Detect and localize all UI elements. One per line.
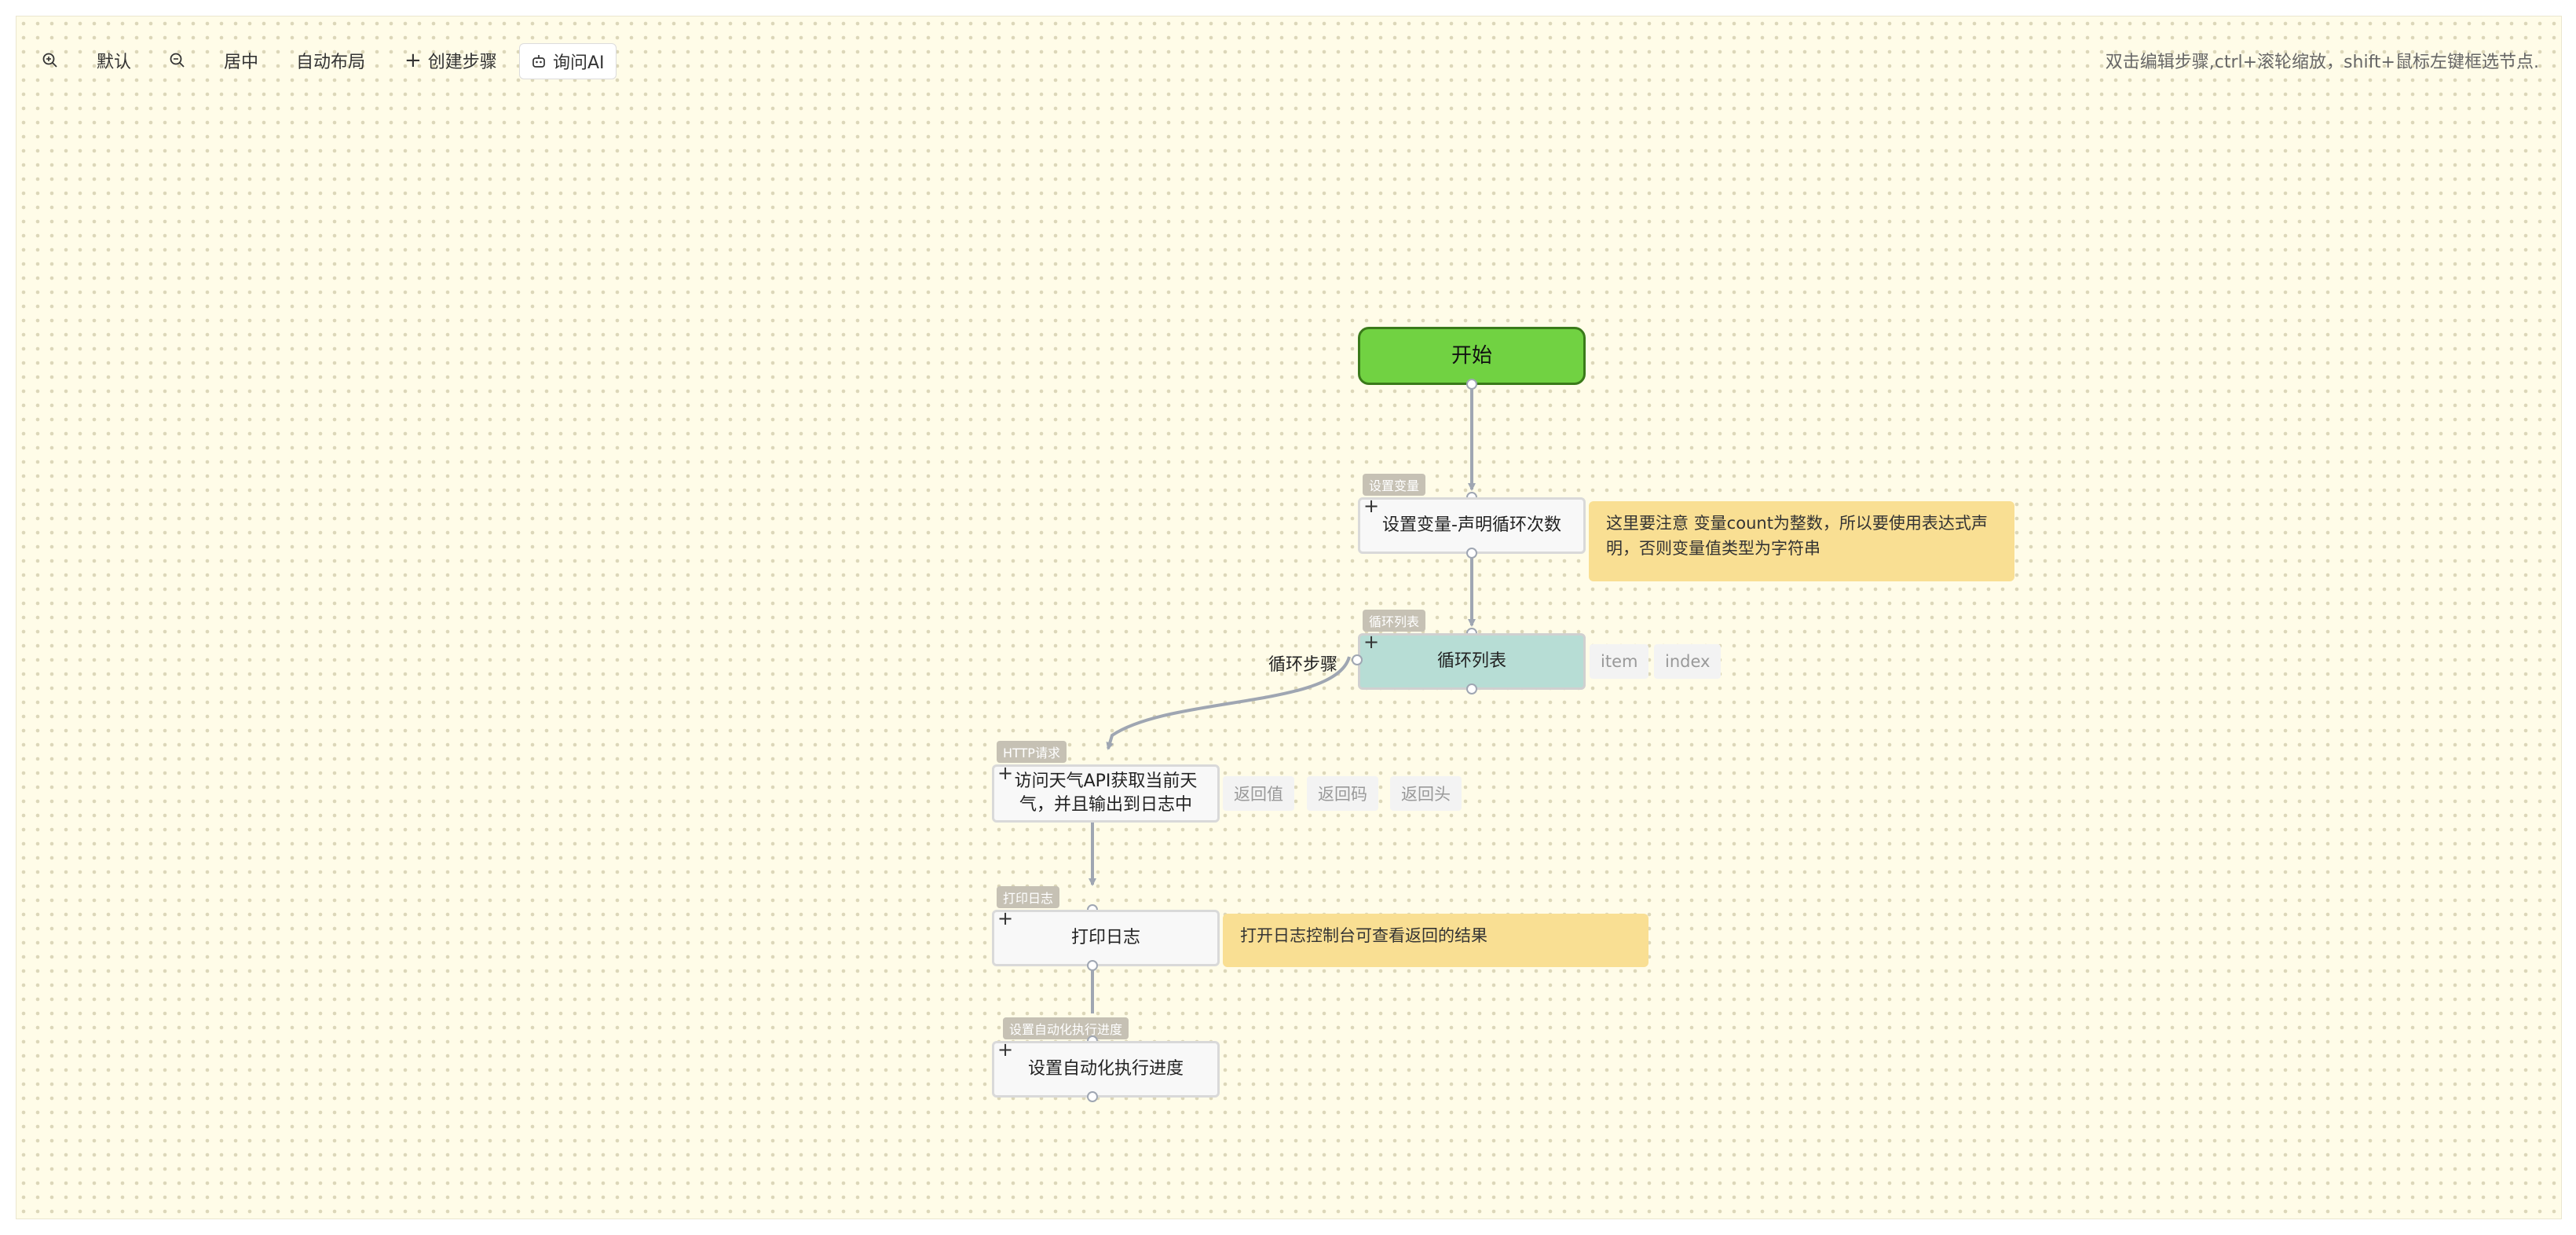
ask-ai-label: 询问AI xyxy=(553,53,605,73)
loop-list-tag: 循环列表 xyxy=(1363,610,1426,632)
http-request-tag: HTTP请求 xyxy=(997,741,1067,763)
auto-layout-button[interactable]: 自动布局 xyxy=(296,53,366,72)
zoom-out-button[interactable] xyxy=(169,43,186,78)
set-progress-tag: 设置自动化执行进度 xyxy=(1003,1017,1129,1039)
loop-steps-port[interactable] xyxy=(1352,654,1363,665)
http-output-return-code[interactable]: 返回码 xyxy=(1307,776,1378,811)
loop-list-title: 循环列表 xyxy=(1436,651,1506,671)
start-node-title: 开始 xyxy=(1451,344,1492,368)
print-log-out-port[interactable] xyxy=(1087,960,1098,971)
set-variable-node[interactable]: + 设置变量-声明循环次数 xyxy=(1358,497,1586,554)
add-step-icon[interactable]: + xyxy=(997,907,1014,929)
start-node-out-port[interactable] xyxy=(1466,379,1477,390)
robot-icon xyxy=(532,55,545,68)
plus-icon: + xyxy=(404,49,422,72)
loop-steps-label: 循环步骤 xyxy=(1268,655,1338,675)
zoom-out-icon xyxy=(170,53,185,68)
edge-loop-to-http xyxy=(1106,656,1351,750)
http-request-node[interactable]: + 访问天气API获取当前天气，并且输出到日志中 xyxy=(992,764,1220,823)
loop-list-out-port[interactable] xyxy=(1466,683,1477,694)
ask-ai-button[interactable]: 询问AI xyxy=(519,43,617,79)
set-variable-tag: 设置变量 xyxy=(1363,474,1426,496)
add-step-icon[interactable]: + xyxy=(1363,631,1380,653)
print-log-note[interactable]: 打开日志控制台可查看返回的结果 xyxy=(1223,914,1648,967)
zoom-in-icon xyxy=(42,53,57,68)
http-request-title: 访问天气API获取当前天气，并且输出到日志中 xyxy=(1014,771,1198,815)
create-step-button[interactable]: + 创建步骤 xyxy=(404,43,497,78)
http-output-return-value[interactable]: 返回值 xyxy=(1223,776,1294,811)
loop-output-index[interactable]: index xyxy=(1654,644,1722,679)
set-variable-out-port[interactable] xyxy=(1466,548,1477,559)
set-variable-note[interactable]: 这里要注意 变量count为整数，所以要使用表达式声明，否则变量值类型为字符串 xyxy=(1589,501,2014,581)
print-log-tag: 打印日志 xyxy=(997,886,1060,908)
set-progress-out-port[interactable] xyxy=(1087,1091,1098,1102)
zoom-in-button[interactable] xyxy=(42,43,59,78)
print-log-title: 打印日志 xyxy=(1070,928,1140,947)
loop-list-node[interactable]: + 循环列表 xyxy=(1358,631,1586,690)
flow-edges xyxy=(1089,384,1476,1013)
add-step-icon[interactable]: + xyxy=(1363,495,1380,517)
center-button[interactable]: 居中 xyxy=(224,53,259,72)
add-step-icon[interactable]: + xyxy=(997,762,1014,784)
add-step-icon[interactable]: + xyxy=(997,1039,1014,1061)
http-output-return-headers[interactable]: 返回头 xyxy=(1390,776,1462,811)
set-variable-title: 设置变量-声明循环次数 xyxy=(1382,515,1561,535)
set-progress-node[interactable]: + 设置自动化执行进度 xyxy=(992,1039,1220,1098)
default-zoom-button[interactable]: 默认 xyxy=(97,53,132,72)
create-step-label: 创建步骤 xyxy=(427,53,497,72)
set-progress-title: 设置自动化执行进度 xyxy=(1027,1059,1184,1079)
print-log-node[interactable]: + 打印日志 xyxy=(992,907,1220,966)
start-node[interactable]: 开始 xyxy=(1358,327,1586,385)
loop-output-item[interactable]: item xyxy=(1590,644,1649,679)
usage-hint: 双击编辑步骤,ctrl+滚轮缩放，shift+鼠标左键框选节点. xyxy=(2105,53,2539,72)
flow-canvas[interactable]: 默认 居中 自动布局 + 创建步骤 询问AI 双击编辑步骤,ctrl+滚轮缩放，… xyxy=(16,16,2562,1219)
